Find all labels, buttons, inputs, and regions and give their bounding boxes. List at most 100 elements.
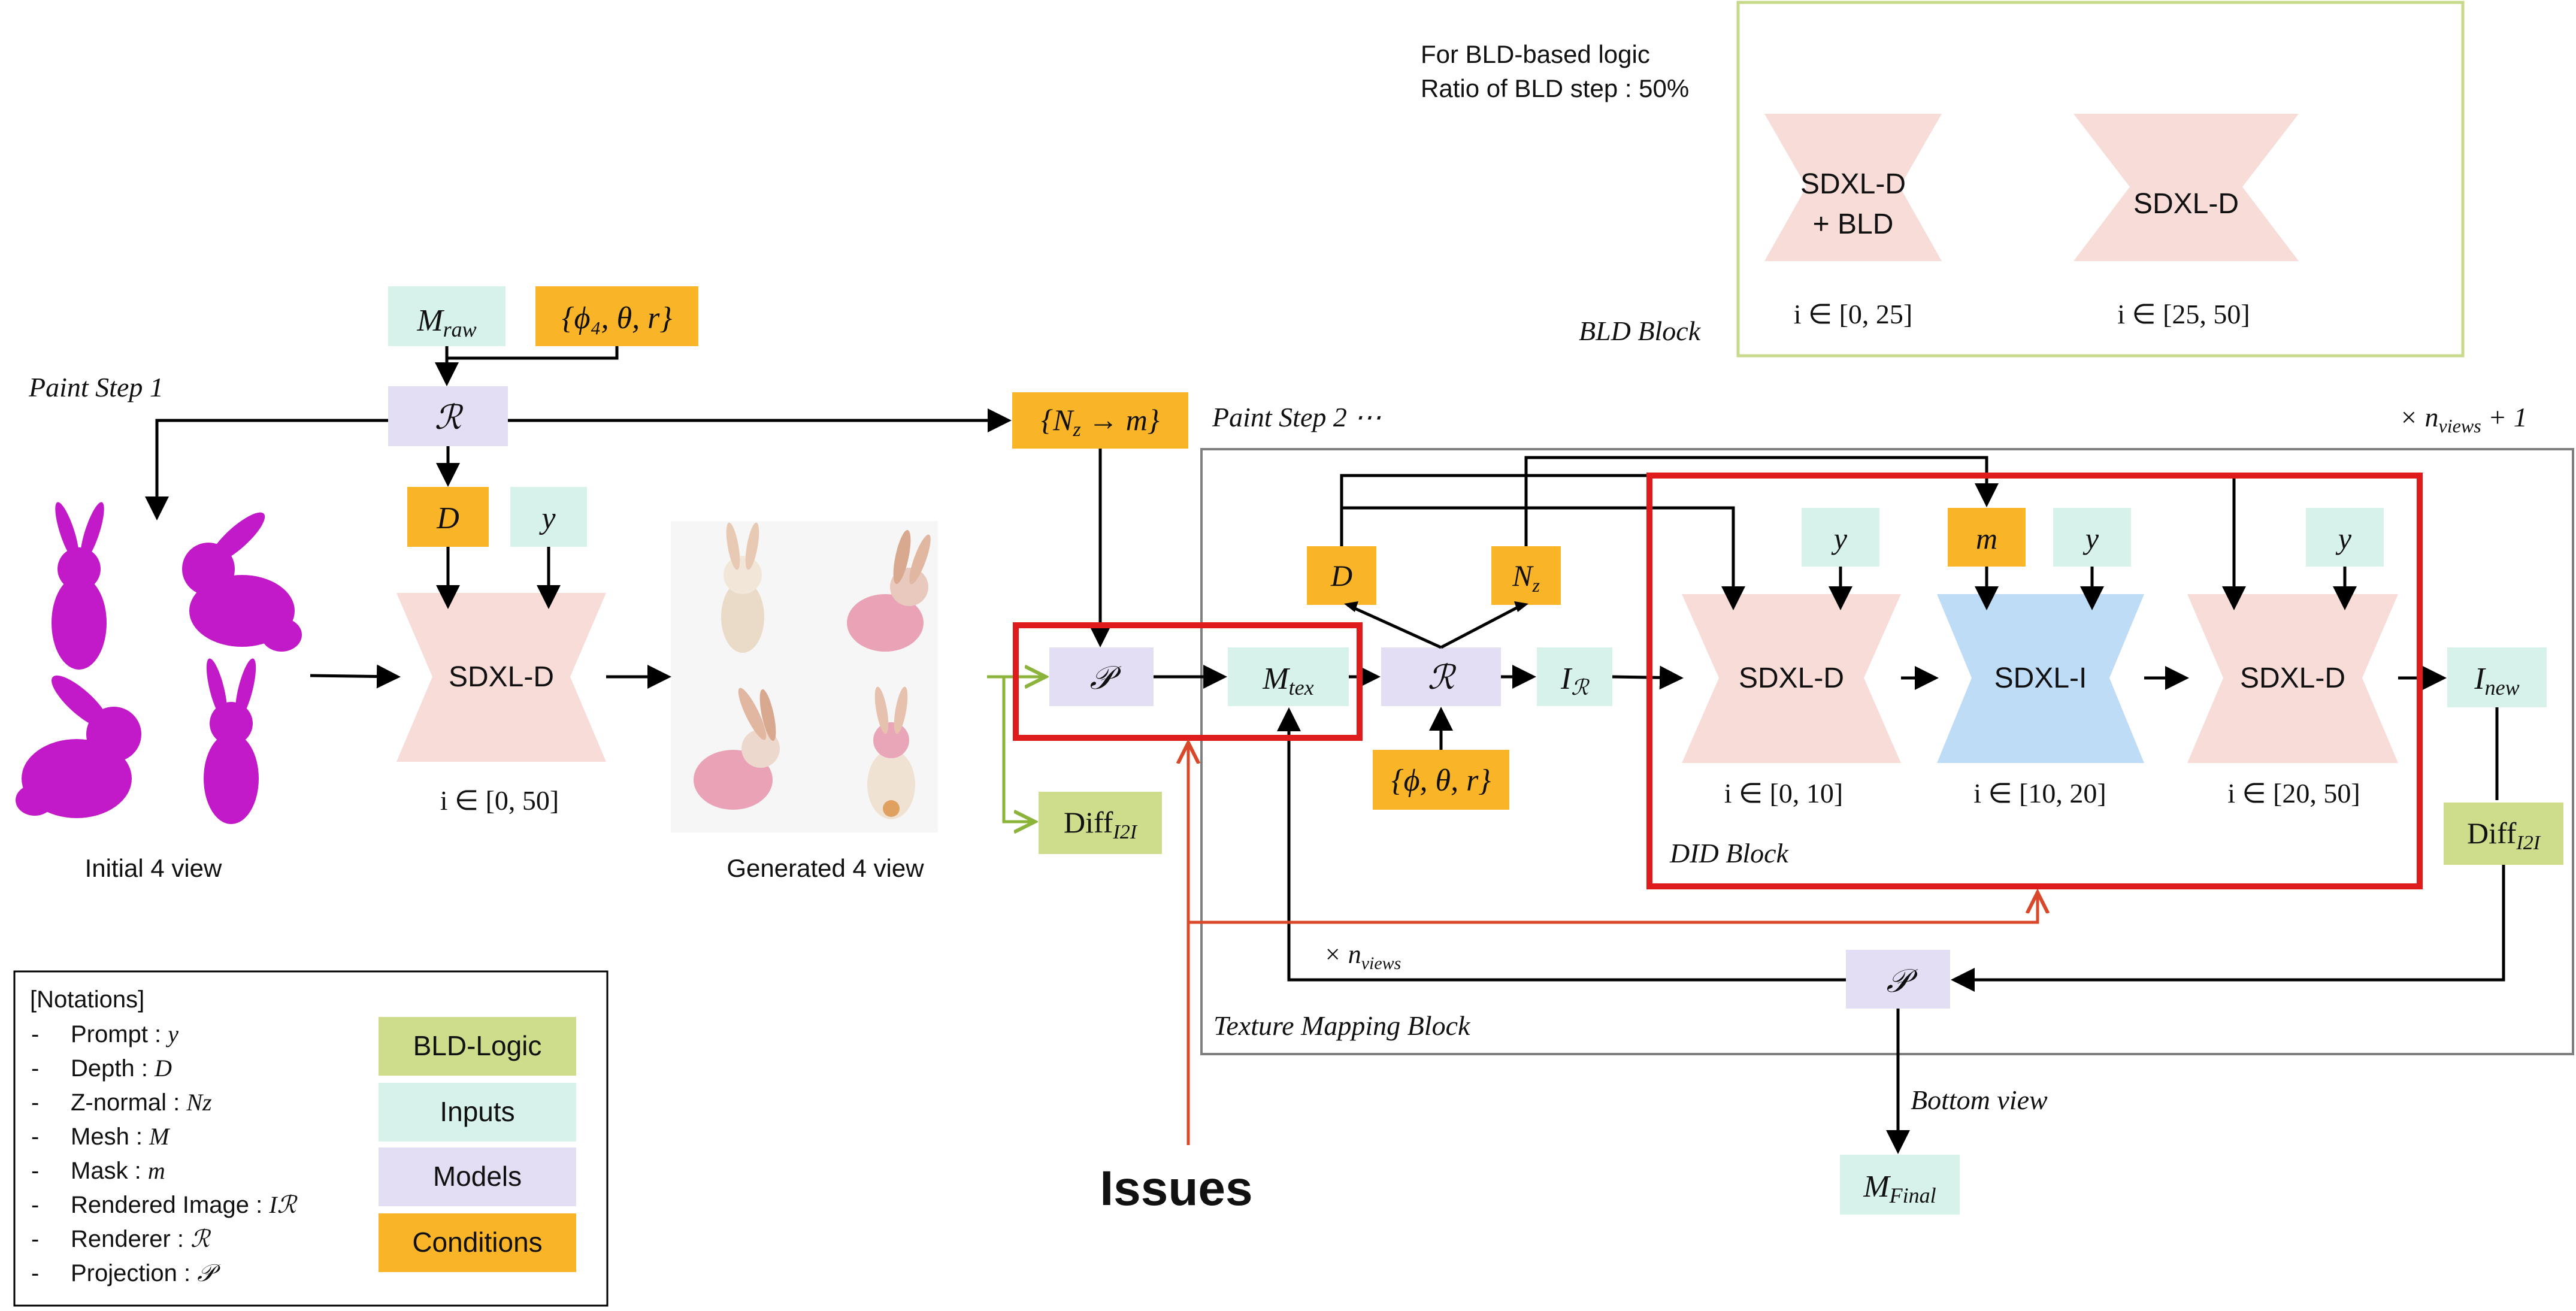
bld-model1-range: i ∈ [0, 25]	[1794, 299, 1913, 329]
generated-bunny-front	[721, 522, 764, 653]
arrowhead-normal	[1514, 601, 1528, 612]
issues-label: Issues	[1100, 1161, 1252, 1216]
legend-swatches: BLD-Logic Inputs Models Conditions	[379, 1017, 576, 1272]
legend-models-label: Models	[433, 1161, 522, 1192]
bunny-silhouette-back	[204, 658, 259, 824]
header-line-2: Ratio of BLD step : 50%	[1421, 74, 1689, 102]
did-block-label: DID Block	[1669, 838, 1790, 868]
did-prompt-3-box	[2306, 508, 2384, 567]
diff-step1-label: DiffI2I	[1064, 806, 1138, 843]
rendered-image-box	[1537, 647, 1612, 706]
depth-2-label: D	[1330, 559, 1352, 592]
did-sdxl-d-1-shape	[1682, 594, 1901, 763]
did-model2-range: i ∈ [10, 20]	[1973, 778, 2106, 809]
generated-bunny-pink-right	[847, 529, 931, 652]
diff-step1-box	[1039, 792, 1162, 854]
sdxl-d-step1-shape	[396, 593, 606, 762]
m-tex-box	[1228, 647, 1349, 706]
did-model2-label: SDXL-I	[1994, 662, 2087, 694]
projection-box	[1049, 647, 1154, 706]
diff-step2-label: DiffI2I	[2467, 816, 2541, 854]
rendered-image-label: Iℛ	[1560, 662, 1590, 700]
header-line-1: For BLD-based logic	[1421, 40, 1650, 68]
depth-2-box	[1307, 546, 1376, 605]
bottom-view-label: Bottom view	[1911, 1085, 2048, 1115]
texture-mapping-block-label: Texture Mapping Block	[1213, 1010, 1471, 1041]
camera-2-box	[1373, 750, 1509, 810]
initial-4-view-caption: Initial 4 view	[85, 854, 222, 882]
generated-bunny-pink-left	[694, 688, 780, 810]
i-new-label: Inew	[2474, 662, 2519, 700]
sdxl-d-step1-label: SDXL-D	[449, 661, 554, 693]
legend-bld-logic-swatch	[379, 1017, 576, 1076]
bld-model2-range: i ∈ [25, 50]	[2117, 299, 2250, 329]
notation-item-rendered: - Rendered Image : Iℛ	[31, 1191, 298, 1218]
did-prompt-2-box	[2053, 508, 2131, 567]
depth-1-label: D	[436, 501, 459, 535]
initial-bunny-silhouettes	[16, 502, 302, 824]
did-mask-label: m	[1976, 522, 1997, 555]
m-final-label: MFinal	[1863, 1170, 1936, 1207]
notation-item-mesh: - Mesh : M	[31, 1123, 171, 1150]
texture-mapping-block-frame	[1200, 448, 2574, 1055]
camera-2-label: {ϕ, θ, r}	[1391, 764, 1491, 798]
camera-4-label: {ϕ₄, θ, r}	[562, 301, 673, 335]
generated-bunny-back	[867, 686, 915, 819]
sdxl-d-step1-range: i ∈ [0, 50]	[440, 785, 559, 816]
renderer-2-box	[1381, 647, 1501, 706]
bld-sdxl-d-bld-shape	[1764, 114, 1942, 261]
did-model1-label: SDXL-D	[1739, 662, 1844, 694]
did-prompt-1-label: y	[1831, 522, 1848, 555]
issue-highlight-projection	[1013, 622, 1363, 741]
camera-4-box	[535, 286, 698, 346]
bld-block-label: BLD Block	[1579, 316, 1702, 346]
bld-block-frame	[1736, 1, 2465, 358]
bunny-silhouette-front	[52, 502, 107, 670]
bunny-silhouette-side-right	[182, 512, 302, 652]
repeat-count-label: × nviews + 1	[2399, 402, 2527, 437]
prompt-1-box	[510, 487, 587, 547]
prompt-1-label: y	[538, 501, 556, 535]
issue-highlight-did-block	[1646, 473, 2423, 889]
did-model1-range: i ∈ [0, 10]	[1724, 778, 1844, 809]
paint-step-1-label: Paint Step 1	[28, 372, 164, 402]
notations-title: [Notations]	[30, 986, 144, 1013]
did-sdxl-d-2-shape	[2187, 594, 2398, 763]
generated-bunnies	[694, 522, 931, 819]
i-new-box	[2447, 647, 2547, 707]
loop-count-label: × nviews	[1324, 940, 1401, 973]
legend-conditions-label: Conditions	[412, 1227, 542, 1258]
legend-bld-logic-label: BLD-Logic	[413, 1030, 542, 1061]
issue-arrows	[1188, 743, 2038, 1145]
arrowhead-depth	[1344, 601, 1358, 612]
projection-2-box	[1846, 950, 1950, 1009]
bunny-silhouette-side-left	[16, 675, 141, 818]
paint-step-2-label: Paint Step 2 ⋯	[1212, 402, 1381, 432]
notation-item-mask: - Mask : m	[31, 1157, 165, 1184]
m-raw-label: Mraw	[416, 304, 476, 341]
did-sdxl-i-shape	[1937, 594, 2144, 763]
diff-step2-box	[2444, 803, 2563, 865]
did-model3-label: SDXL-D	[2240, 662, 2345, 694]
bld-sdxl-d-shape	[2073, 114, 2299, 261]
renderer-2-label: ℛ	[1428, 659, 1457, 697]
did-prompt-1-box	[1802, 508, 1879, 567]
renderer-1-box	[388, 386, 508, 446]
m-tex-label: Mtex	[1262, 662, 1313, 700]
normal-box	[1491, 546, 1561, 605]
generated-4-view-caption: Generated 4 view	[727, 854, 924, 882]
did-prompt-2-label: y	[2082, 522, 2099, 555]
depth-1-box	[407, 487, 489, 547]
notation-list: - Prompt : y - Depth : D - Z-normal : Nz…	[31, 1021, 298, 1286]
did-prompt-3-label: y	[2335, 522, 2352, 555]
did-model3-range: i ∈ [20, 50]	[2227, 778, 2360, 809]
bld-model1-line2: + BLD	[1813, 208, 1894, 240]
legend-inputs-label: Inputs	[440, 1096, 514, 1127]
m-final-box	[1840, 1155, 1960, 1215]
legend-models-swatch	[379, 1147, 576, 1206]
m-raw-box	[388, 286, 505, 346]
nz-to-m-box	[1012, 392, 1188, 449]
legend-conditions-swatch	[379, 1213, 576, 1272]
